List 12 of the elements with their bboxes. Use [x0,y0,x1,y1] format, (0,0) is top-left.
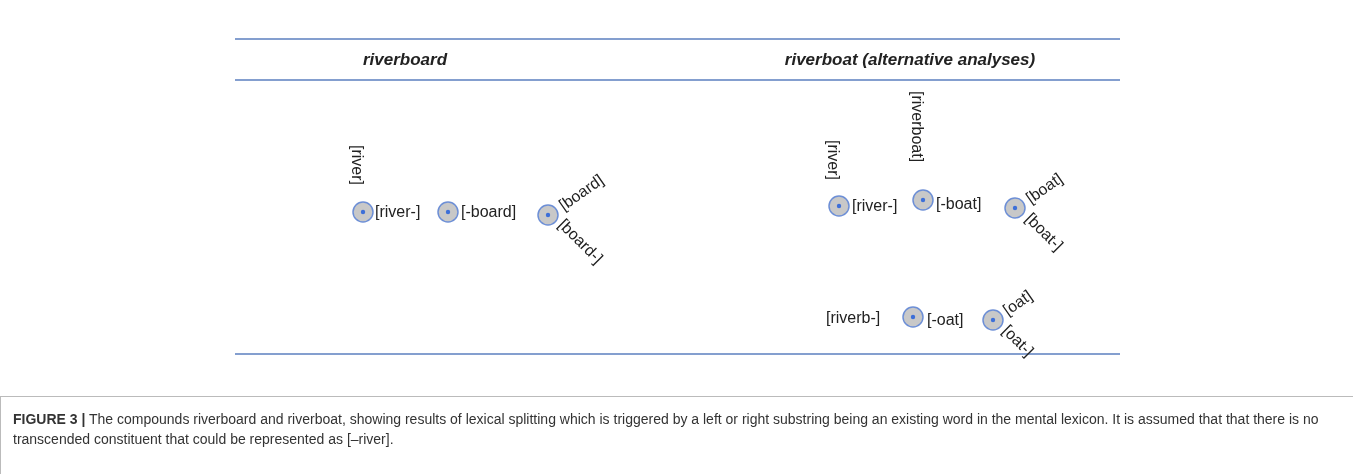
morpheme-label: [-boat] [936,196,982,212]
node-circle [352,201,374,223]
column-header: riverboat (alternative analyses) [784,50,1036,68]
node-circle [437,201,459,223]
column-header: riverboard [362,50,448,68]
node-circle [828,195,850,217]
node-circle [912,189,934,211]
node-circle [902,306,924,328]
morpheme-label: [-oat] [927,312,964,328]
morpheme-label: [river-] [375,204,421,220]
figure-caption: FIGURE 3 | The compounds riverboard and riverboat, showing results of lexical splitting which is triggered by a left or right substring being an existing word in the mental lexicon. It is assumed that that there is no transcended constituent that could be represented as [–river]. [13,410,1320,449]
morpheme-label: [river-] [852,198,898,214]
